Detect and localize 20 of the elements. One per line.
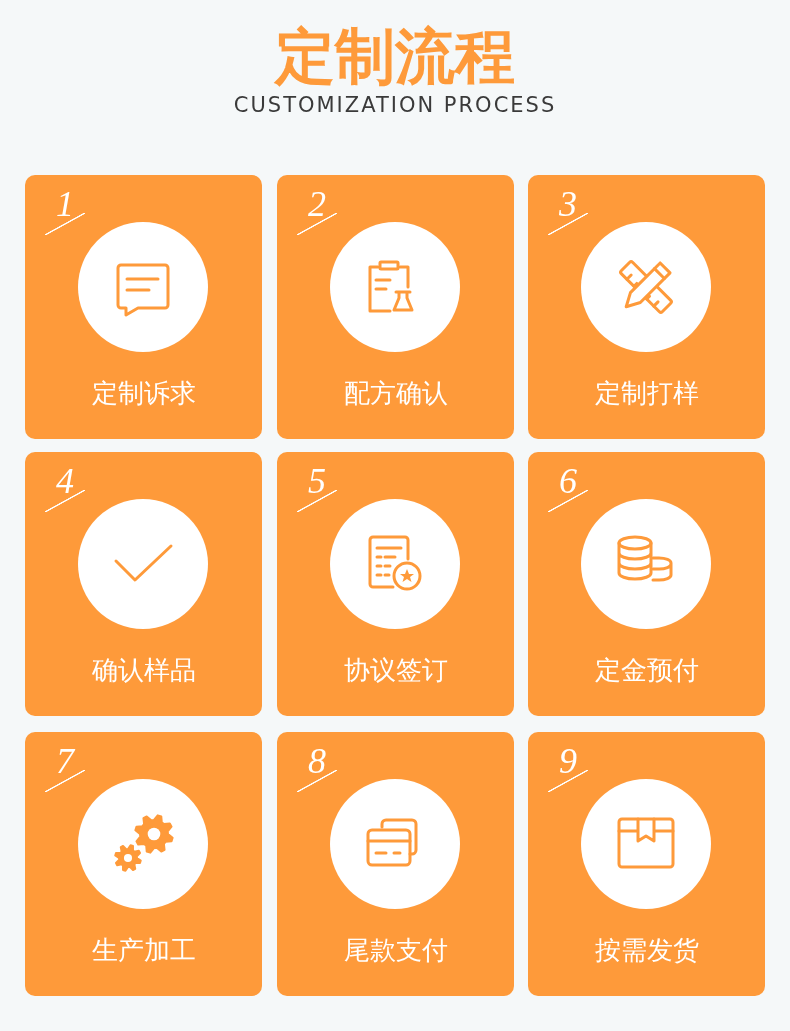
step-label: 按需发货 — [594, 934, 699, 967]
subtitle: CUSTOMIZATION PROCESS — [233, 92, 557, 119]
step-label: 定制诉求 — [91, 377, 196, 410]
step-card — [277, 175, 514, 439]
step-label: 协议签订 — [343, 654, 448, 687]
step-label: 确认样品 — [91, 654, 196, 687]
step-label: 定制打样 — [594, 377, 699, 410]
step-card — [25, 452, 262, 716]
step-card — [528, 175, 765, 439]
step-card — [528, 452, 765, 716]
step-label: 定金预付 — [594, 654, 699, 687]
title: 定制流程 — [275, 22, 515, 90]
step-label: 配方确认 — [343, 377, 448, 410]
step-label: 生产加工 — [91, 934, 196, 967]
step-card — [25, 732, 262, 996]
step-label: 尾款支付 — [343, 934, 448, 967]
step-card — [277, 452, 514, 716]
step-card — [528, 732, 765, 996]
step-card — [277, 732, 514, 996]
step-card — [25, 175, 262, 439]
